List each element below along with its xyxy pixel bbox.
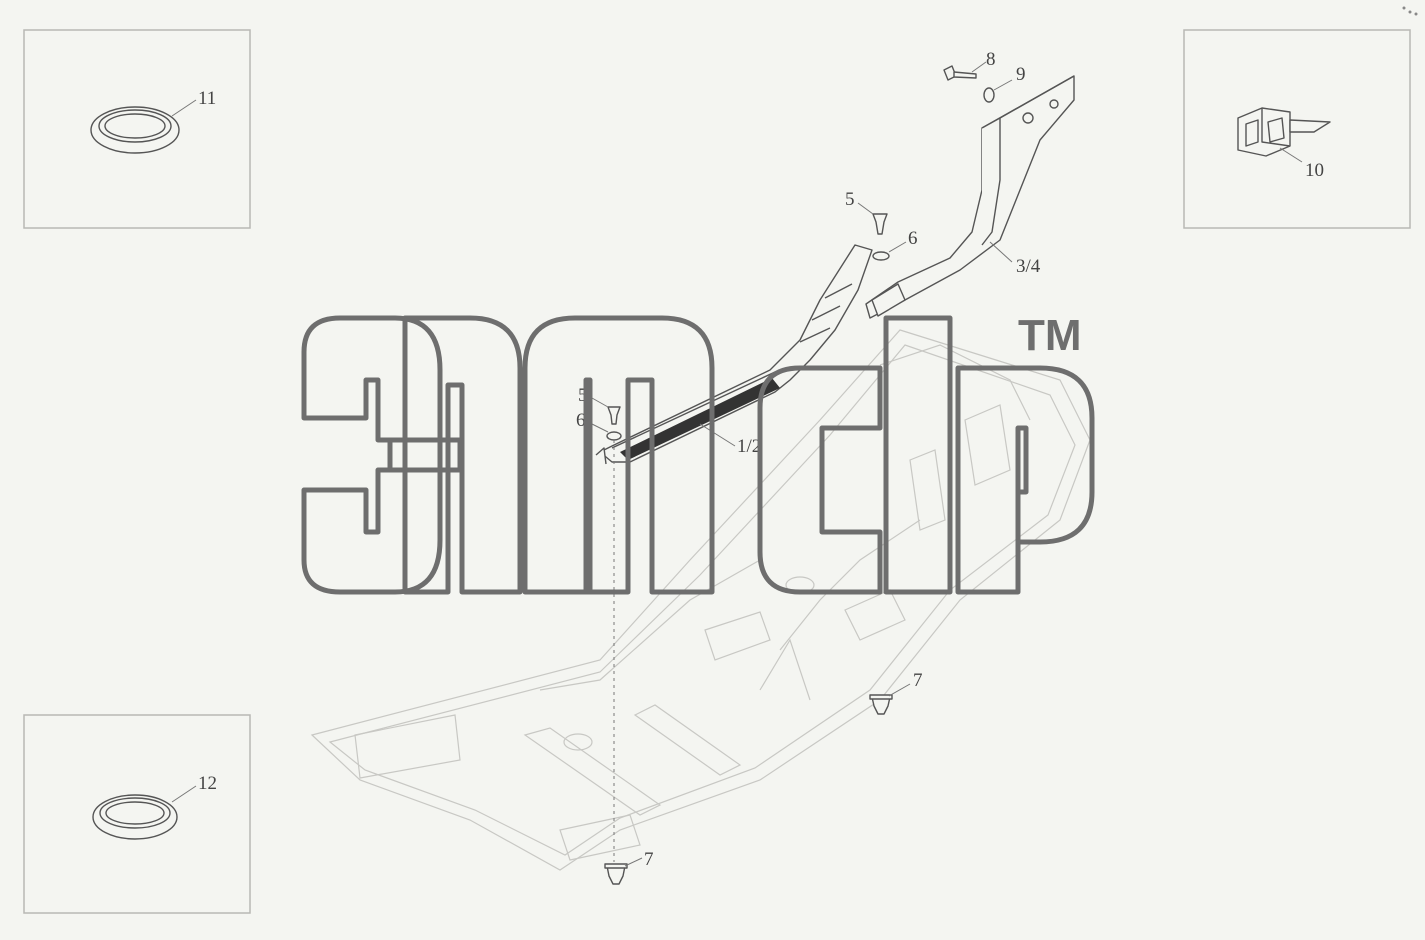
callout-11: 11 [198, 88, 216, 109]
callout-5-upper: 5 [845, 189, 855, 210]
watermark-logo: TM [301, 311, 1095, 595]
clip-7-lower [604, 863, 628, 885]
pillar-trim-3-4 [865, 75, 1075, 319]
grommet-12 [92, 794, 178, 840]
callout-9: 9 [1016, 64, 1026, 85]
watermark-trademark: TM [1018, 311, 1082, 360]
clip-7-right [869, 694, 893, 715]
washer-9 [983, 87, 995, 103]
bolt-8 [943, 65, 977, 81]
washer-6-lower [606, 431, 622, 441]
clip-bracket-10 [1237, 107, 1331, 157]
callout-6-upper: 6 [908, 228, 918, 249]
callout-6-lower: 6 [576, 410, 586, 431]
callout-10: 10 [1305, 160, 1324, 181]
callout-3-4: 3/4 [1016, 256, 1041, 277]
callout-8: 8 [986, 49, 996, 70]
grommet-11 [90, 106, 180, 154]
sill-trim-1-2 [595, 244, 873, 465]
screw-5-lower [607, 406, 621, 425]
callout-12: 12 [198, 773, 217, 794]
corner-mark [1402, 6, 1418, 16]
washer-6-upper [872, 251, 890, 261]
callout-7-right: 7 [913, 670, 923, 691]
callout-5-lower: 5 [578, 385, 588, 406]
callout-1-2: 1/2 [737, 436, 761, 457]
screw-5-upper [872, 213, 888, 235]
callout-7-lower: 7 [644, 849, 654, 870]
